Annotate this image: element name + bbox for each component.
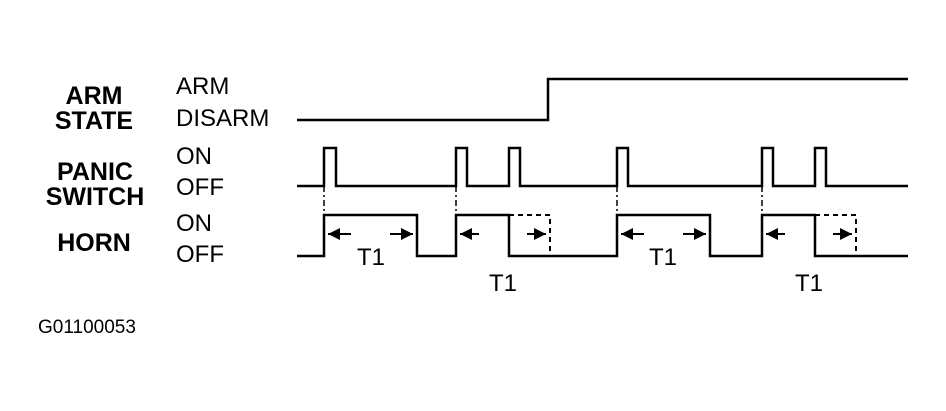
t1-label-4: T1: [795, 270, 823, 297]
horn-low-label: OFF: [176, 241, 224, 268]
horn-high-label: ON: [176, 210, 212, 237]
arm-state-waveform: [297, 77, 908, 122]
horn-name: HORN: [57, 229, 131, 257]
arm-state-name: ARM STATE: [52, 84, 136, 134]
t1-label-3: T1: [649, 244, 677, 271]
t1-label-1: T1: [357, 244, 385, 271]
arm-state-name-line1: ARM: [65, 82, 123, 110]
panic-switch-waveform: [297, 146, 908, 188]
horn-dashed-extension-2: [815, 214, 857, 256]
panic-switch-name-line1: PANIC: [57, 158, 133, 186]
panic-switch-high-label: ON: [176, 143, 212, 170]
horn-dashed-extension-1: [509, 214, 551, 256]
arm-state-name-line2: STATE: [54, 107, 134, 135]
panic-switch-name-line2: SWITCH: [45, 183, 145, 211]
panic-switch-low-label: OFF: [176, 174, 224, 201]
arm-state-high-label: ARM: [176, 73, 230, 100]
panic-switch-name: PANIC SWITCH: [34, 160, 156, 210]
t1-label-2: T1: [489, 270, 517, 297]
figure-id: G01100053: [38, 317, 136, 338]
horn-waveform: [297, 213, 908, 258]
arm-state-low-label: DISARM: [176, 105, 270, 132]
